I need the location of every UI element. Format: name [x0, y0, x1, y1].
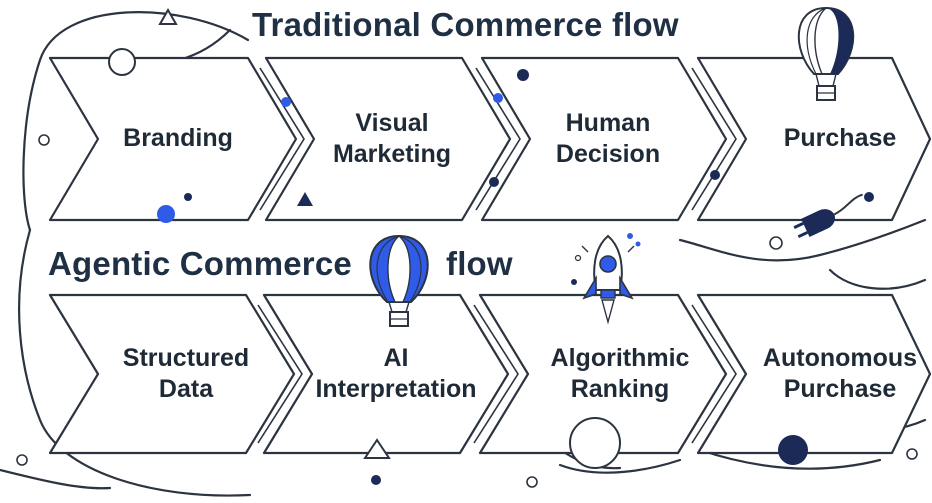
chevron-branding — [48, 56, 298, 222]
chevron-human-decision — [480, 56, 728, 222]
agentic-chevrons — [48, 293, 932, 455]
navy-dot-deco — [864, 192, 874, 202]
chevron-inner-lines — [259, 67, 737, 211]
navy-dot-deco — [517, 69, 529, 81]
step-label: Ranking — [570, 375, 670, 403]
navy-dot-deco — [710, 170, 720, 180]
plug-icon — [793, 193, 863, 239]
chevron-algorithmic-ranking — [478, 293, 728, 455]
step-label: Purchase — [783, 375, 897, 403]
triangle-filled-deco — [297, 192, 313, 206]
step-purchase: Purchase — [760, 98, 920, 180]
small-circle-deco — [526, 476, 538, 488]
navy-dot-deco — [184, 193, 192, 201]
traditional-chevrons — [48, 56, 932, 222]
step-label: Human — [565, 108, 651, 137]
step-algorithmic-ranking: Algorithmic Ranking — [540, 333, 700, 415]
blue-dot-deco — [157, 205, 175, 223]
chevron-inner-lines-bottom — [257, 304, 737, 444]
blue-dot-deco — [493, 93, 503, 103]
chevron-purchase — [696, 56, 932, 222]
navy-large-dot-deco — [778, 435, 808, 465]
step-label: Algorithmic — [550, 343, 690, 372]
step-label: Data — [158, 375, 214, 403]
large-circle-outline-deco — [569, 417, 621, 469]
agentic-flow-title-suffix: flow — [446, 245, 513, 282]
small-circle-deco — [38, 134, 50, 146]
step-label: Autonomous — [762, 343, 918, 372]
step-label: Branding — [123, 124, 233, 153]
triangle-outline-deco — [158, 7, 178, 25]
hot-air-balloon-icon — [369, 234, 429, 327]
step-label: Visual — [355, 108, 429, 137]
traditional-flow-title: Traditional Commerce flow — [252, 6, 679, 43]
step-label: Marketing — [332, 140, 452, 168]
chevron-autonomous-purchase — [696, 293, 932, 455]
blue-dot-deco — [281, 97, 291, 107]
chevron-ai-interpretation — [262, 293, 510, 455]
step-branding: Branding — [98, 98, 258, 180]
decorative-shapes — [16, 7, 918, 488]
step-human-decision: Human Decision — [528, 98, 688, 180]
step-autonomous-purchase: Autonomous Purchase — [758, 333, 922, 415]
step-label: Interpretation — [315, 375, 477, 403]
small-circle-deco — [769, 236, 783, 250]
step-visual-marketing: Visual Marketing — [312, 98, 472, 180]
chevron-structured-data — [48, 293, 296, 455]
navy-dot-deco — [371, 475, 381, 485]
step-structured-data: Structured Data — [106, 333, 266, 415]
step-label: AI — [383, 343, 409, 372]
hot-air-balloon-icon — [797, 6, 855, 101]
chevron-visual-marketing — [264, 56, 512, 222]
step-label: Decision — [555, 140, 661, 168]
navy-dot-deco — [489, 177, 499, 187]
small-circle-deco — [16, 454, 28, 466]
step-label: Structured — [122, 343, 250, 372]
agentic-flow-title: Agentic Commerce — [48, 245, 352, 282]
triangle-outline-deco — [363, 438, 391, 459]
step-ai-interpretation: AI Interpretation — [315, 333, 477, 415]
circle-outline-deco — [108, 48, 136, 76]
step-label: Purchase — [783, 124, 897, 153]
small-circle-deco — [906, 448, 918, 460]
rocket-icon — [571, 233, 641, 325]
